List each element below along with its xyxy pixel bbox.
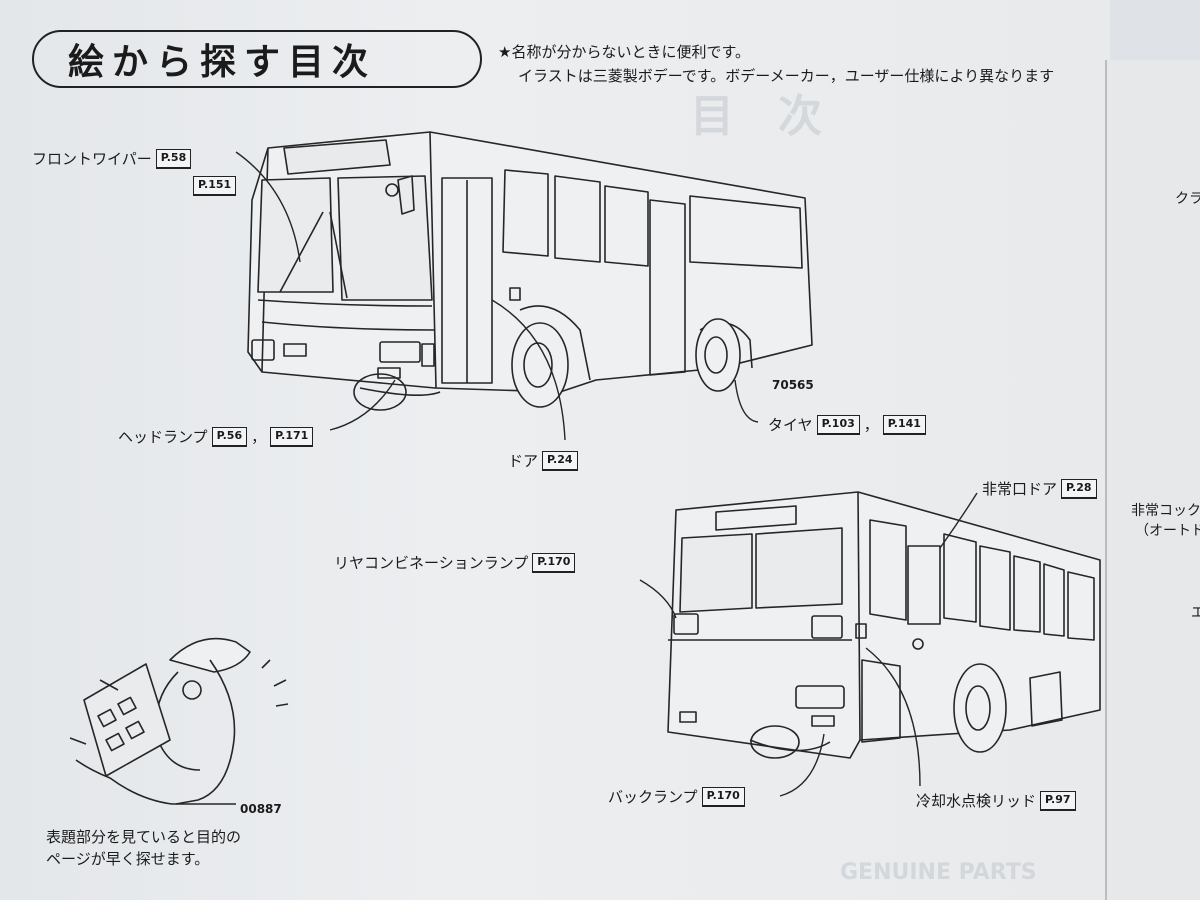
right-page-label-top: クラ [1175,191,1200,207]
figure-code-person: 00887 [240,802,282,816]
caption-line2: ページが早く探せます。 [46,850,210,868]
label-rear-combination-lamp-text: リヤコンビネーションランプ [334,554,529,572]
label-front-wiper-text: フロントワイパー [32,150,152,168]
page-ref-back-lamp[interactable]: P.170 [701,786,745,807]
front-bus-illustration [235,131,813,441]
label-tire-text: タイヤ [768,416,813,434]
figure-caption: 表題部分を見ていると目的の ページが早く探せます。 [46,826,241,870]
label-tire: タイヤ P.103 ， P.141 [768,414,926,435]
right-page-label-e: エ [1191,605,1200,621]
header-note-line2: イラストは三菱製ボデーです。ボデーメーカー，ユーザー仕様により異なります [518,67,1055,85]
page-title: 絵から探す目次 [32,30,482,88]
label-headlamp-separator: ， [251,428,267,446]
page-ref-headlamp-2[interactable]: P.171 [270,426,314,447]
header-note: ★名称が分からないときに便利です。 イラストは三菱製ボデーです。ボデーメーカー，… [498,40,1054,88]
rear-bus-illustration [639,491,1101,797]
ghost-genuine-parts: GENUINE PARTS [840,860,1037,885]
label-emergency-door: 非常口ドア P.28 [982,478,1097,499]
label-back-lamp-text: バックランプ [608,788,698,806]
right-page-edge: クラ 非常コック （オートド エ [1105,60,1200,900]
label-front-wiper: フロントワイパー P.58 [32,148,192,169]
figure-code-front-bus: 70565 [772,378,814,392]
page-ref-headlamp-1[interactable]: P.56 [211,426,248,447]
label-rear-combination-lamp: リヤコンビネーションランプ P.170 [334,552,576,573]
label-back-lamp: バックランプ P.170 [608,786,745,807]
right-page-label-auto-door: （オートド [1135,523,1200,539]
page-title-text: 絵から探す目次 [68,42,377,83]
page-ref-rear-combination-lamp[interactable]: P.170 [532,552,576,573]
page-ref-tire-1[interactable]: P.103 [816,414,860,435]
caption-line1: 表題部分を見ていると目的の [46,828,242,846]
label-emergency-door-text: 非常口ドア [982,480,1058,498]
label-door: ドア P.24 [508,450,578,471]
page-ref-coolant-lid[interactable]: P.97 [1040,790,1076,811]
page-ref-emergency-door[interactable]: P.28 [1061,478,1097,499]
ghost-contents-heading: 目 次 [690,91,822,142]
reading-person-illustration [69,637,289,805]
page-ref-tire-2[interactable]: P.141 [882,414,926,435]
label-coolant-lid-text: 冷却水点検リッド [916,792,1037,810]
label-front-wiper-extra: P.151 [193,176,237,196]
right-page-label-emergency-cock: 非常コック [1131,503,1200,519]
label-tire-separator: ， [863,416,879,434]
label-headlamp-text: ヘッドランプ [118,428,208,446]
page-ref-door[interactable]: P.24 [542,450,578,471]
label-door-text: ドア [508,452,539,470]
page-ref-front-wiper-1[interactable]: P.58 [155,148,192,169]
header-note-line1: ★名称が分からないときに便利です。 [498,43,750,61]
label-coolant-lid: 冷却水点検リッド P.97 [916,790,1076,811]
label-headlamp: ヘッドランプ P.56 ， P.171 [118,426,314,447]
page-ref-front-wiper-2[interactable]: P.151 [193,176,237,196]
